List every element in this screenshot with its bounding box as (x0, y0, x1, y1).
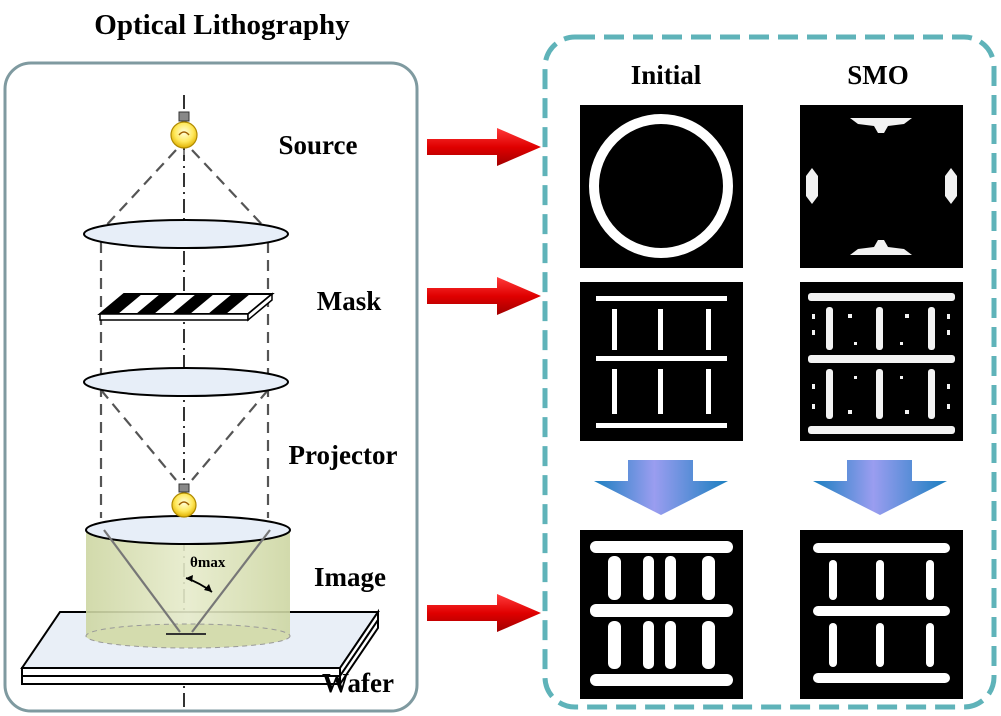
column-header-smo: SMO (847, 60, 909, 90)
initial-source-pattern (580, 105, 743, 268)
initial-printed-image (580, 530, 743, 699)
angle-marker (185, 575, 213, 593)
image-volume (85, 515, 291, 649)
arrow-source (427, 128, 541, 166)
label-projector: Projector (289, 440, 398, 470)
diagram-title: Optical Lithography (94, 9, 350, 41)
label-wafer: Wafer (322, 668, 394, 698)
smo-mask-pattern (800, 282, 963, 441)
smo-source-pattern (800, 105, 963, 268)
projection-lens (83, 367, 289, 397)
label-source: Source (279, 130, 358, 160)
down-arrow-smo (813, 460, 947, 515)
label-mask: Mask (317, 286, 382, 316)
arrow-image (427, 594, 541, 632)
arrow-mask (427, 277, 541, 315)
label-image: Image (314, 562, 386, 592)
theta-max-label: θmax (190, 555, 226, 571)
smo-printed-image (800, 530, 963, 699)
focus-cone (103, 529, 271, 635)
down-arrow-initial (594, 460, 728, 515)
condenser-lens (83, 219, 289, 249)
mask (97, 292, 275, 322)
light-path-lines (99, 149, 270, 518)
image-bulb-icon (171, 483, 197, 518)
source-bulb-icon (170, 111, 198, 155)
initial-mask-pattern (580, 282, 743, 441)
column-header-initial: Initial (631, 60, 702, 90)
